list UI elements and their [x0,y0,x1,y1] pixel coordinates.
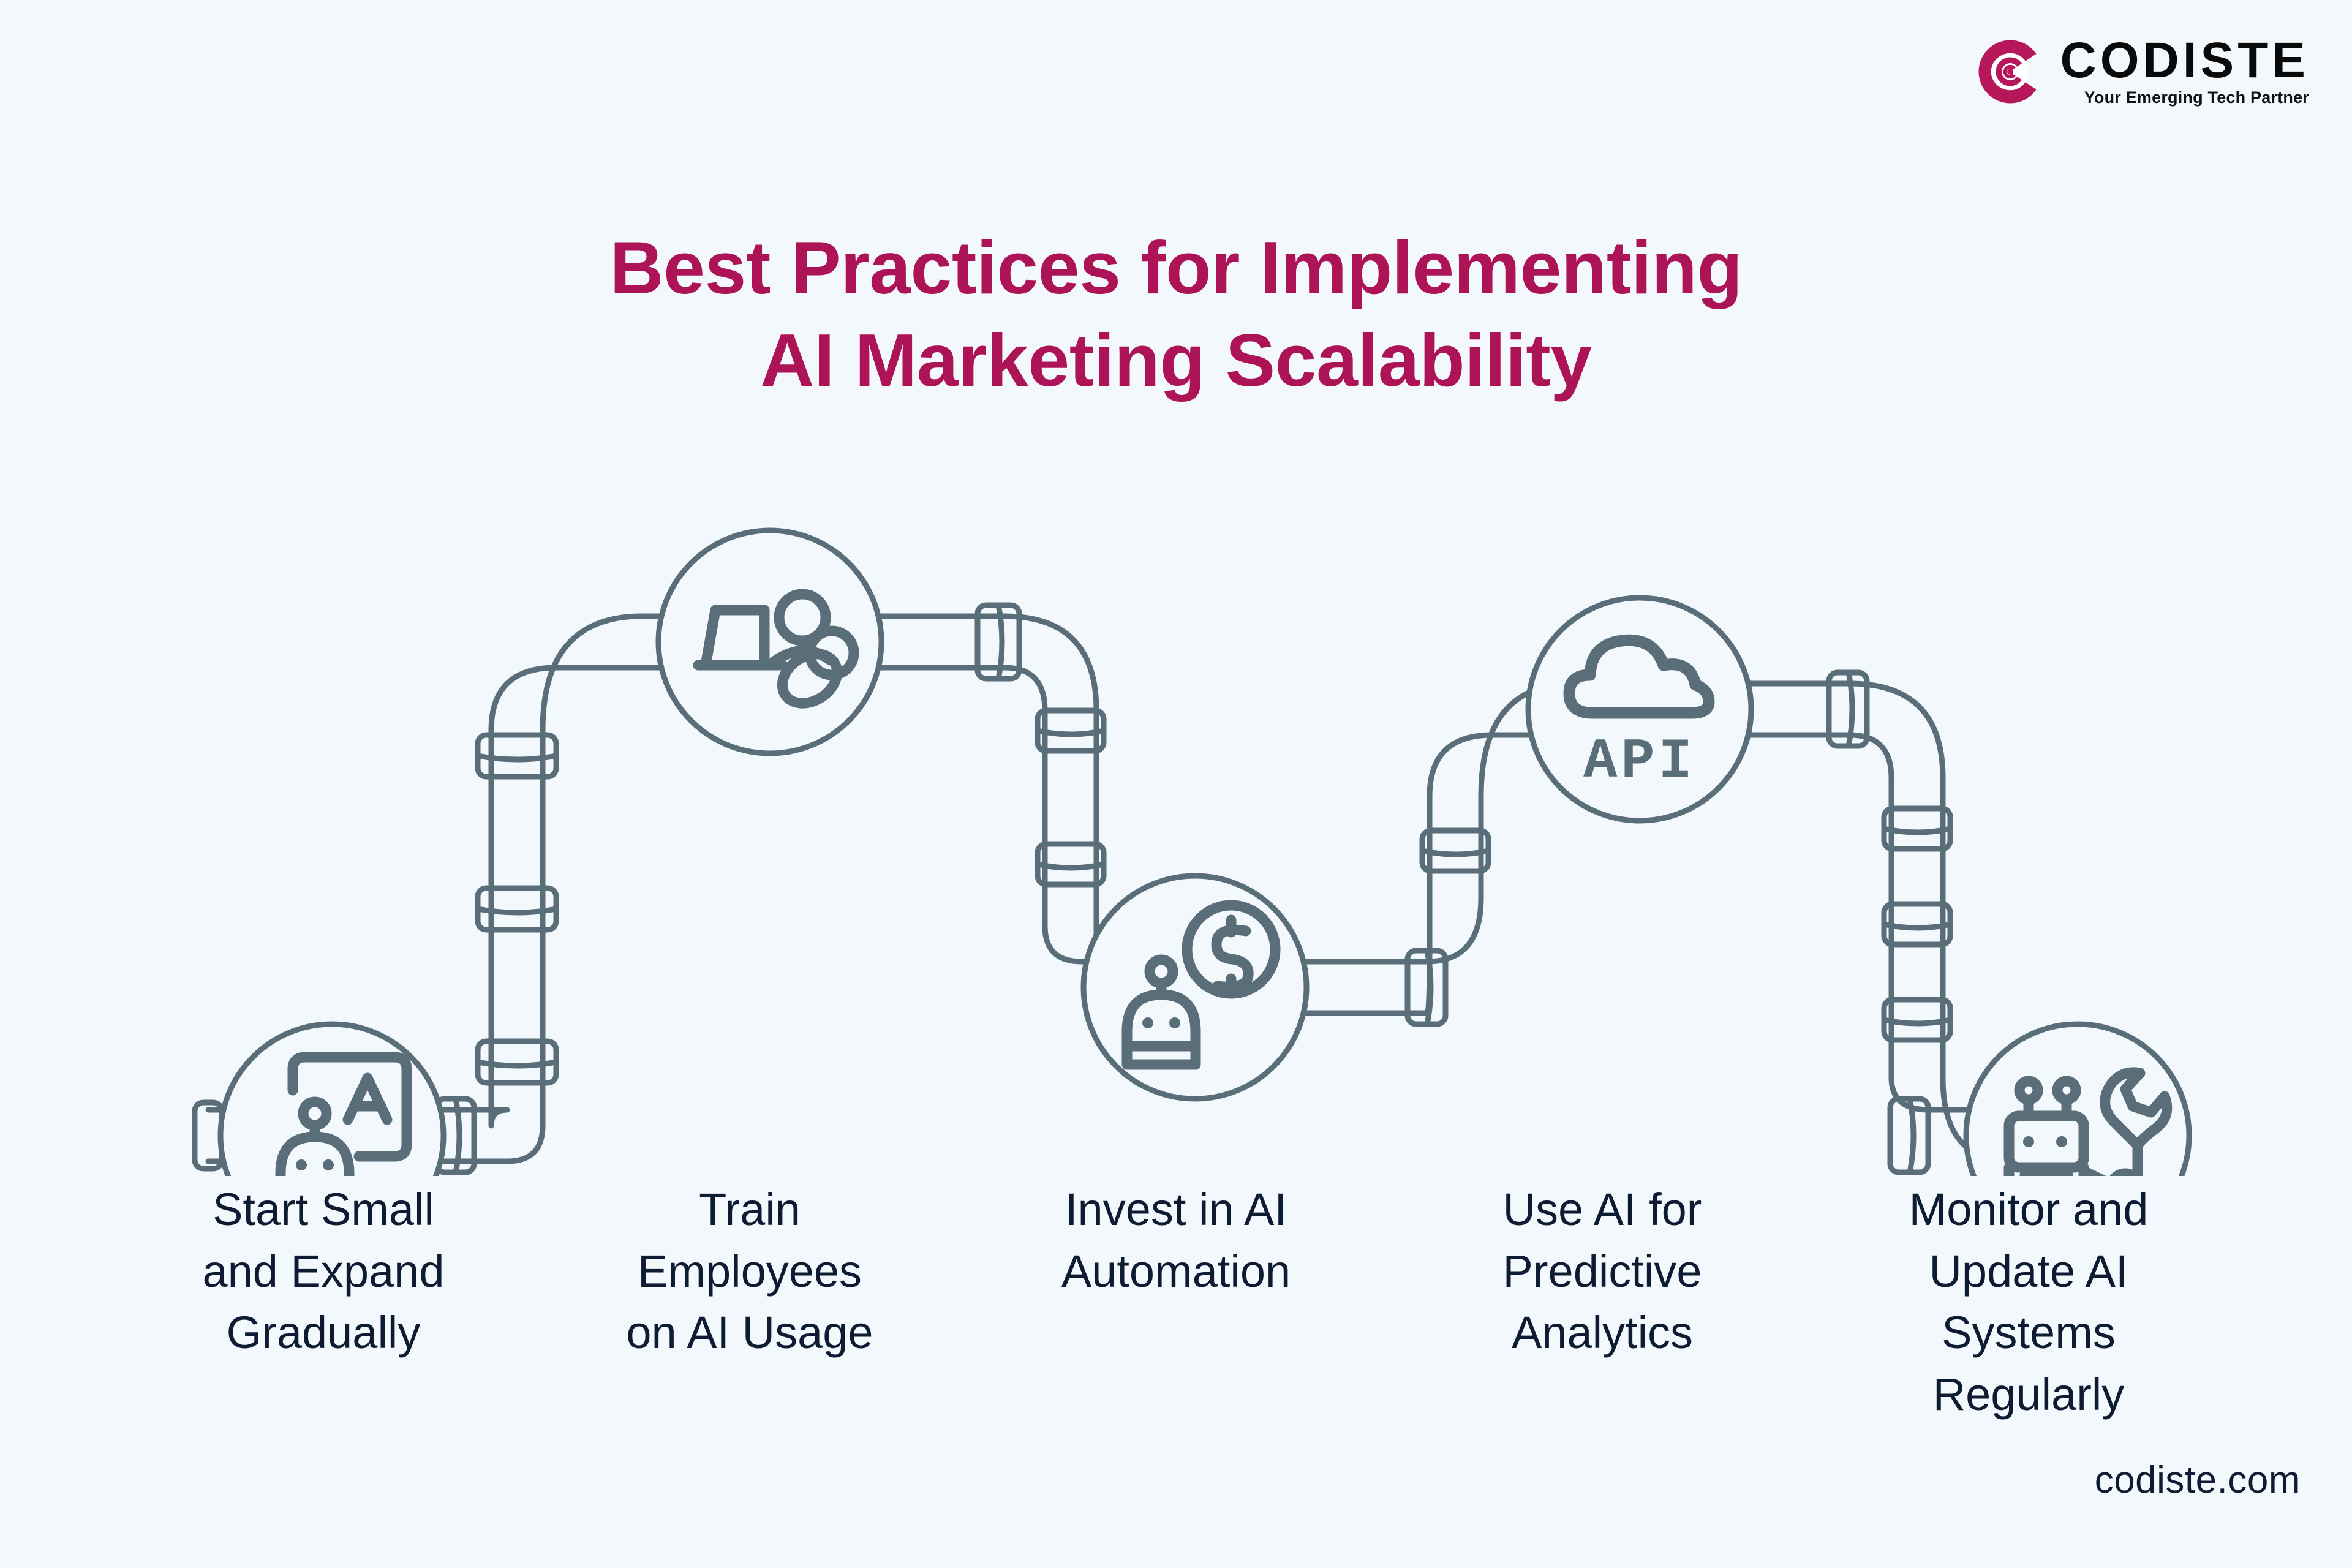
step-label-2-line-1: Train [699,1184,801,1235]
step-label-5: Monitor and Update AI Systems Regularly [1815,1179,2242,1426]
step-label-3: Invest in AI Automation [963,1179,1389,1302]
collar-node2-drop-lower [1035,841,1107,888]
logo-name: CODISTE [2060,32,2309,88]
step-label-1-line-3: Gradually [226,1307,421,1359]
step-label-3-line-1: Invest in AI [1065,1184,1287,1235]
step-label-5-line-1: Monitor and [1909,1184,2149,1235]
step-label-1-line-1: Start Small [213,1184,434,1235]
footer-website-url: codiste.com [2094,1459,2301,1501]
step-label-5-line-2: Update AI [1929,1245,2128,1297]
collar-left-riser-mid [475,885,559,933]
step-label-2-line-3: on AI Usage [626,1307,873,1359]
collar-node2-drop-upper [1035,707,1107,754]
codiste-circle-mark-icon [1978,40,2037,104]
step-label-4-line-3: Analytics [1511,1307,1694,1359]
pipe-top-left-elbow-outer [540,613,701,733]
robot-with-dollar-coin-icon [1121,900,1281,1070]
step-label-2-line-2: Employees [637,1245,862,1297]
step-labels-row: Start Small and Expand Gradually Train E… [110,1179,2242,1426]
pipe-lower-left-inner [205,952,510,1129]
page-title: Best Practices for Implementing AI Marke… [0,222,2352,407]
pipe-top-right-elbow-inner [1001,665,1048,897]
pipeline-diagram: API [192,527,2192,1176]
step-label-4-line-1: Use AI for [1502,1184,1702,1235]
step-label-4: Use AI for Predictive Analytics [1389,1179,1815,1364]
step-label-5-line-4: Regularly [1932,1368,2125,1420]
step-label-2: Train Employees on AI Usage [537,1179,963,1364]
title-line-2: AI Marketing Scalability [760,318,1592,402]
pipe-right-drop-outer [1847,680,1946,1026]
node-circle-step-2 [655,527,884,756]
collar-right-drop-upper [1881,805,1953,852]
api-label: API [1583,729,1696,794]
laptop-with-people-training-icon [693,589,859,709]
pipe-lower-left-outer [205,952,546,1164]
step-label-4-line-2: Predictive [1502,1245,1702,1297]
collar-node4-right [1826,669,1870,749]
pipe-top-left-elbow-inner [488,665,701,733]
step-label-1-line-2: and Expand [202,1245,445,1297]
collar-left-riser-bottom [475,1038,559,1086]
node-circle-step-5 [1963,1021,2192,1176]
collar-left-riser-top [475,732,559,780]
pipe-rise-outer [1424,793,1484,965]
title-line-1: Best Practices for Implementing [609,225,1743,309]
step-label-1: Start Small and Expand Gradually [110,1179,537,1364]
collar-right-drop-mid [1881,901,1953,948]
node-circle-step-3 [1080,873,1310,1102]
pipe-node4-elbow-inner [1427,732,1571,799]
collar-right-drop-lower [1881,997,1953,1043]
collar-rise-node4 [1419,827,1491,874]
collar-mid-run-right [1404,948,1449,1027]
node-circle-step-4: API [1525,595,1754,824]
collar-top-run-right [974,602,1022,682]
robot-with-wrench-icon [2003,1067,2173,1176]
pipe-mid-elbow-inner [1042,891,1155,965]
step-label-3-line-2: Automation [1061,1245,1291,1297]
pipe-right-drop-inner [1847,732,1894,1026]
logo-tagline: Your Emerging Tech Partner [2084,88,2309,107]
step-label-5-line-3: Systems [1942,1307,2116,1359]
pipe-top-right-elbow-outer [1001,613,1099,897]
collar-node5-left [1887,1096,1931,1175]
robot-with-letter-a-board-icon [275,1052,412,1176]
cloud-api-icon [1563,634,1715,719]
logo-wordmark: CODISTE Your Emerging Tech Partner [2060,32,2309,107]
codiste-logo: CODISTE Your Emerging Tech Partner [1976,32,2309,107]
node-circle-step-1 [217,1021,447,1176]
